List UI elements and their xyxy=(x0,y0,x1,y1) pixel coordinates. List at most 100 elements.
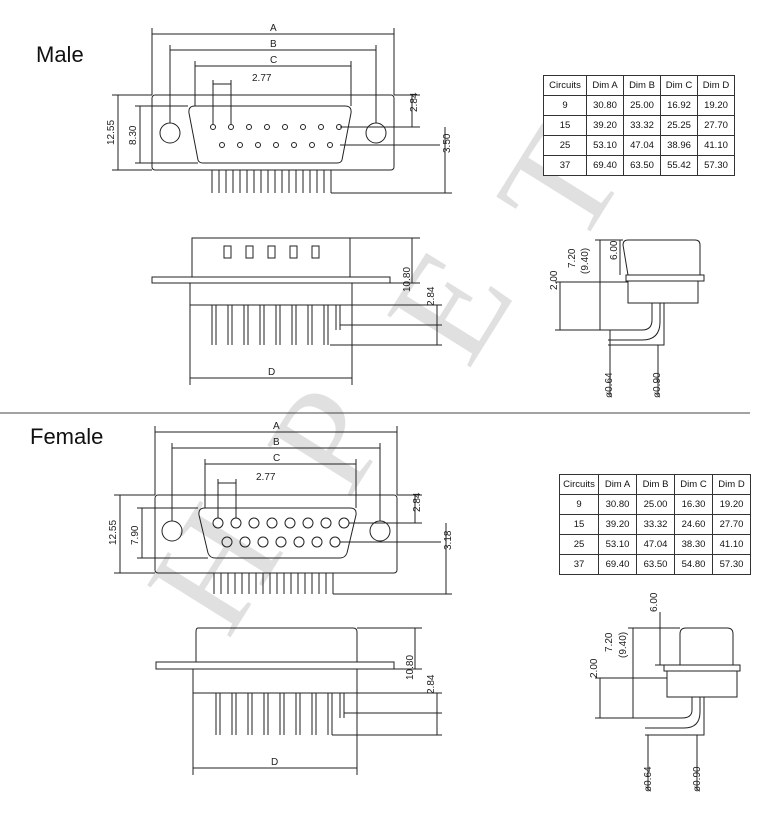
female-dim-c: C xyxy=(273,453,280,464)
watermark: H P E T xyxy=(115,103,654,659)
male-dim-body: 10.80 xyxy=(402,267,413,292)
female-dim-b: B xyxy=(273,437,280,448)
table-cell: 9 xyxy=(559,494,599,515)
female-dim-side: 3.18 xyxy=(443,530,454,550)
table-cell: 19.20 xyxy=(697,95,735,116)
female-dim-a: A xyxy=(273,421,280,432)
table-cell: 39.20 xyxy=(586,115,624,136)
table-cell: 57.30 xyxy=(697,155,735,176)
female-dim-s3: 6.00 xyxy=(649,592,660,612)
male-profile-view xyxy=(555,239,705,395)
table-cell: 57.30 xyxy=(712,554,751,575)
table-header: Dim B xyxy=(636,474,675,495)
male-dim-s1: 2.00 xyxy=(549,270,560,290)
table-row: 9 30.80 25.00 16.92 19.20 xyxy=(543,95,735,116)
table-cell: 41.10 xyxy=(712,534,751,555)
table-header: Circuits xyxy=(543,75,587,96)
table-cell: 54.80 xyxy=(674,554,713,575)
table-cell: 63.50 xyxy=(623,155,661,176)
table-cell: 25.25 xyxy=(660,115,698,136)
table-header-row: Circuits Dim A Dim B Dim C Dim D xyxy=(559,474,751,495)
female-side-view xyxy=(155,627,442,775)
table-cell: 63.50 xyxy=(636,554,675,575)
table-cell: 15 xyxy=(559,514,599,535)
table-cell: 19.20 xyxy=(712,494,751,515)
table-cell: 33.32 xyxy=(636,514,675,535)
table-cell: 37 xyxy=(543,155,587,176)
table-cell: 30.80 xyxy=(598,494,637,515)
female-dim-pin-h: 2.84 xyxy=(426,674,437,694)
table-cell: 33.32 xyxy=(623,115,661,136)
male-front-view xyxy=(112,28,452,194)
female-dim-h1: 12.55 xyxy=(108,520,119,545)
male-side-view xyxy=(151,237,442,385)
female-dim-p1: ø0.64 xyxy=(643,766,654,792)
table-row: 25 53.10 47.04 38.96 41.10 xyxy=(543,135,735,156)
table-header: Dim D xyxy=(697,75,735,96)
male-dim-p2: ø0.90 xyxy=(652,372,663,398)
table-row: 25 53.10 47.04 38.30 41.10 xyxy=(559,534,751,555)
table-cell: 69.40 xyxy=(598,554,637,575)
table-cell: 30.80 xyxy=(586,95,624,116)
table-cell: 47.04 xyxy=(636,534,675,555)
table-row: 15 39.20 33.32 24.60 27.70 xyxy=(559,514,751,535)
male-dimension-table: Circuits Dim A Dim B Dim C Dim D 9 30.80… xyxy=(543,75,735,176)
table-header: Dim C xyxy=(674,474,713,495)
table-cell: 24.60 xyxy=(674,514,713,535)
female-front-view xyxy=(114,426,452,595)
male-dim-h1: 12.55 xyxy=(106,120,117,145)
table-cell: 39.20 xyxy=(598,514,637,535)
table-header: Dim A xyxy=(586,75,624,96)
male-dim-side: 3.50 xyxy=(442,133,453,153)
female-dim-d: D xyxy=(271,757,278,768)
male-section-title: Male xyxy=(36,42,84,67)
female-dim-s1: 2.00 xyxy=(589,658,600,678)
table-cell: 16.30 xyxy=(674,494,713,515)
table-cell: 53.10 xyxy=(586,135,624,156)
male-dim-s3: 6.00 xyxy=(609,240,620,260)
table-cell: 25 xyxy=(543,135,587,156)
watermark-letter-3: E xyxy=(355,223,544,389)
male-dim-s2b: (9.40) xyxy=(580,248,591,274)
table-cell: 53.10 xyxy=(598,534,637,555)
table-cell: 25.00 xyxy=(623,95,661,116)
female-dim-s2a: 7.20 xyxy=(604,632,615,652)
watermark-letter-1: H xyxy=(115,479,313,659)
table-header: Dim B xyxy=(623,75,661,96)
female-dim-p2: ø0.90 xyxy=(692,766,703,792)
table-header: Circuits xyxy=(559,474,599,495)
female-profile-view xyxy=(595,612,741,790)
table-cell: 16.92 xyxy=(660,95,698,116)
male-dim-h2: 8.30 xyxy=(128,125,139,145)
table-header: Dim C xyxy=(660,75,698,96)
table-cell: 38.96 xyxy=(660,135,698,156)
female-dim-s2b: (9.40) xyxy=(618,632,629,658)
male-dim-top: 2.84 xyxy=(409,92,420,112)
table-cell: 15 xyxy=(543,115,587,136)
table-cell: 38.30 xyxy=(674,534,713,555)
female-dim-top: 2.84 xyxy=(412,492,423,512)
male-dim-d: D xyxy=(268,367,275,378)
table-cell: 37 xyxy=(559,554,599,575)
male-dim-p1: ø0.64 xyxy=(604,372,615,398)
female-dim-h2: 7.90 xyxy=(130,525,141,545)
table-row: 9 30.80 25.00 16.30 19.20 xyxy=(559,494,751,515)
male-dim-s2a: 7.20 xyxy=(567,248,578,268)
table-cell: 69.40 xyxy=(586,155,624,176)
table-row: 37 69.40 63.50 54.80 57.30 xyxy=(559,554,751,575)
table-cell: 27.70 xyxy=(697,115,735,136)
female-section-title: Female xyxy=(30,424,104,449)
table-cell: 25 xyxy=(559,534,599,555)
male-dim-a: A xyxy=(270,23,277,34)
table-header-row: Circuits Dim A Dim B Dim C Dim D xyxy=(543,75,735,96)
table-cell: 55.42 xyxy=(660,155,698,176)
table-cell: 27.70 xyxy=(712,514,751,535)
male-dim-c: C xyxy=(270,55,277,66)
female-dimension-table: Circuits Dim A Dim B Dim C Dim D 9 30.80… xyxy=(559,474,751,575)
table-cell: 25.00 xyxy=(636,494,675,515)
male-dim-pitch: 2.77 xyxy=(252,73,272,84)
table-row: 37 69.40 63.50 55.42 57.30 xyxy=(543,155,735,176)
table-row: 15 39.20 33.32 25.25 27.70 xyxy=(543,115,735,136)
table-header: Dim A xyxy=(598,474,637,495)
female-dim-pitch: 2.77 xyxy=(256,472,276,483)
